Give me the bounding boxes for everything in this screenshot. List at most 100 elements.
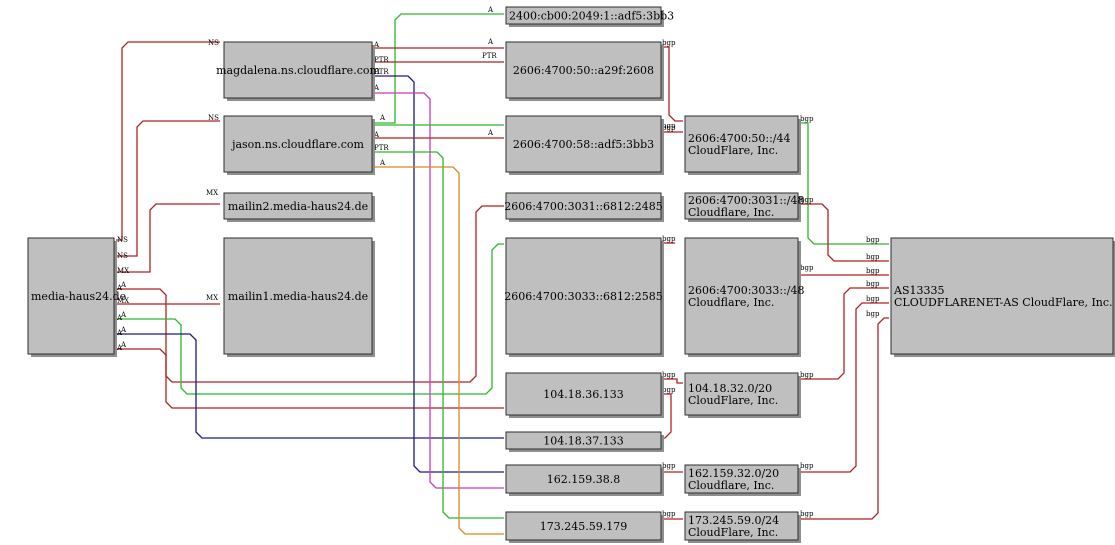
edge-label-bgp: bgp: [866, 295, 880, 303]
edge-label-bgp: bgp: [662, 371, 676, 379]
node-label: magdalena.ns.cloudflare.com: [216, 64, 380, 77]
edge-label-bgp: bgp: [662, 122, 676, 130]
edge-label-a: A: [120, 341, 127, 349]
edge-label-bgp: bgp: [866, 267, 880, 275]
node-box: [27, 237, 115, 355]
edges-layer: [116, 13, 889, 535]
node-label: 104.18.37.133: [543, 435, 623, 448]
node-label: 2606:4700:3033::6812:2585: [504, 290, 663, 303]
node-ip6e[interactable]: 2606:4700:3033::6812:2585: [504, 237, 664, 357]
node-label: 173.245.59.0/24: [688, 514, 779, 527]
node-box: [684, 192, 799, 220]
node-box: [684, 237, 799, 355]
edge-mh-ip4a-a: [116, 348, 504, 409]
edge-ip4b-pfx4-bgp: [663, 393, 672, 439]
edge-label-ptr: PTR: [374, 56, 389, 64]
node-label: Cloudflare, Inc.: [688, 479, 774, 492]
node-label: 2606:4700:58::adf5:3bb3: [513, 138, 654, 151]
node-mag[interactable]: magdalena.ns.cloudflare.com: [216, 41, 380, 101]
node-mi1[interactable]: mailin1.media-haus24.de: [223, 237, 375, 357]
node-box: [505, 115, 662, 173]
node-box: [505, 6, 662, 25]
node-label: CloudFlare, Inc.: [688, 394, 778, 407]
edge-label-ns: NS: [117, 252, 128, 260]
node-label: 104.18.36.133: [543, 388, 623, 401]
node-box: [505, 431, 662, 450]
edge-label-bgp: bgp: [866, 253, 880, 261]
node-label: AS13335: [893, 284, 944, 297]
edge-mag-ip4c-ptr: [374, 75, 504, 473]
edge-label-a: A: [120, 326, 127, 334]
node-jas[interactable]: jason.ns.cloudflare.com: [223, 115, 375, 175]
edge-label-mx: MX: [117, 267, 129, 275]
edge-jas-ip4d-a: [374, 166, 504, 535]
node-label: Cloudflare, Inc.: [688, 296, 774, 309]
node-mi2[interactable]: mailin2.media-haus24.de: [223, 192, 375, 222]
node-label: 173.245.59.179: [540, 520, 627, 533]
edge-label-bgp: bgp: [662, 39, 676, 47]
edge-pfx4-as-bgp: [800, 287, 889, 380]
node-label: mailin1.media-haus24.de: [228, 290, 368, 303]
edge-labels-layer: NSNSMXMXAAAAAAPTRPTRAAAPTRAbgpbgpbgpbgpb…: [116, 6, 880, 518]
node-label: 2606:4700:3031::6812:2485: [504, 200, 663, 213]
edge-label-bgp: bgp: [866, 310, 880, 318]
edge-ip4a-pfx4-bgp: [663, 378, 683, 384]
edge-mh-ip6d-a: [116, 205, 504, 383]
edge-label-bgp: bgp: [800, 462, 814, 470]
edge-label-bgp: bgp: [800, 196, 814, 204]
node-label: CloudFlare, Inc.: [688, 526, 778, 539]
edge-pfx6-as-bgp: [800, 317, 889, 520]
node-ip6d[interactable]: 2606:4700:3031::6812:2485: [504, 192, 664, 222]
node-box: [505, 372, 662, 416]
node-label: mailin2.media-haus24.de: [228, 200, 368, 213]
edge-label-ptr: PTR: [374, 68, 389, 76]
edge-mh-mi2-mx: [116, 203, 220, 273]
node-box: [223, 41, 373, 99]
edge-mh-mag-ns: [116, 41, 220, 241]
edge-label-ns: NS: [117, 236, 128, 244]
node-ip4c[interactable]: 162.159.38.8: [505, 464, 664, 496]
node-box: [684, 372, 799, 416]
node-box: [505, 192, 662, 220]
edge-label-ptr: PTR: [374, 144, 389, 152]
node-ip6a[interactable]: 2400:cb00:2049:1::adf5:3bb3: [505, 6, 674, 27]
node-label: 2606:4700:3031::/48: [688, 194, 805, 207]
edge-mh-ip6e-a: [116, 243, 504, 395]
edge-label-bgp: bgp: [866, 236, 880, 244]
edge-label-a: A: [373, 41, 380, 49]
node-box: [890, 237, 1114, 355]
edge-mag-ip4c-a: [374, 92, 504, 489]
node-label: media-haus24.de: [31, 290, 126, 303]
edge-mag-ip6a-a: [374, 13, 504, 124]
node-ip4b[interactable]: 104.18.37.133: [505, 431, 664, 452]
node-ip4a[interactable]: 104.18.36.133: [505, 372, 664, 418]
edge-label-bgp: bgp: [662, 235, 676, 243]
node-ip6c[interactable]: 2606:4700:58::adf5:3bb3: [505, 115, 664, 175]
edge-label-bgp: bgp: [800, 264, 814, 272]
edge-label-ptr: PTR: [482, 52, 497, 60]
node-mh[interactable]: media-haus24.de: [27, 237, 126, 357]
node-label: Cloudflare, Inc.: [688, 206, 774, 219]
node-label: 2606:4700:3033::/48: [688, 284, 805, 297]
edge-label-a: A: [116, 314, 123, 322]
edge-jas-ip4d-ptr: [374, 151, 504, 519]
node-label: CLOUDFLARENET-AS CloudFlare, Inc.: [894, 296, 1113, 309]
edge-label-bgp: bgp: [662, 124, 676, 132]
edge-label-a: A: [487, 129, 494, 137]
node-ip6b[interactable]: 2606:4700:50::a29f:2608: [505, 41, 664, 101]
edge-pfx2-as-bgp: [800, 203, 889, 262]
edge-label-bgp: bgp: [662, 510, 676, 518]
edge-label-a: A: [116, 329, 123, 337]
node-box: [223, 237, 373, 355]
node-box: [684, 511, 799, 541]
edge-label-mx: MX: [117, 297, 129, 305]
node-ip4d[interactable]: 173.245.59.179: [505, 511, 664, 543]
node-box: [505, 464, 662, 494]
